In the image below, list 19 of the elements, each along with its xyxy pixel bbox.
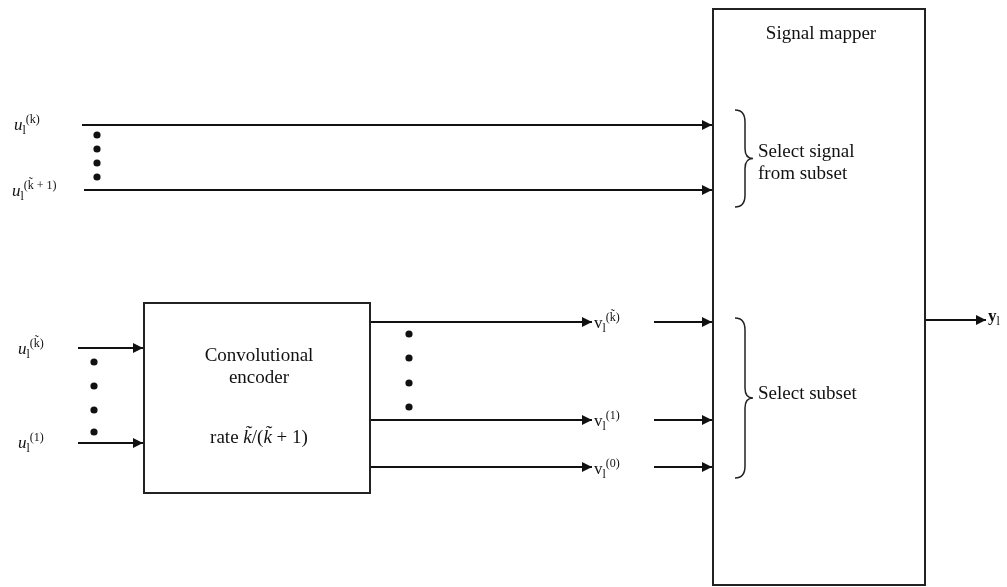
arrow — [925, 315, 987, 325]
box-title: Signal mapper — [764, 22, 878, 44]
arrow — [653, 462, 713, 472]
signal-mapper-box — [712, 8, 926, 586]
arrow — [370, 462, 593, 472]
arrow — [653, 317, 713, 327]
arrow — [77, 438, 144, 448]
encoder-box — [143, 302, 371, 494]
box-text: rate k̃/(k̃ + 1) — [209, 426, 309, 448]
arrow — [370, 317, 593, 327]
box-text: Select signal from subset — [758, 140, 856, 184]
box-title: Convolutional encoder — [203, 344, 315, 388]
arrow — [77, 343, 144, 353]
box-text: Select subset — [758, 382, 858, 404]
arrow — [370, 415, 593, 425]
arrow — [81, 120, 713, 130]
arrow — [83, 185, 713, 195]
arrow — [653, 415, 713, 425]
signal-label: y$_{l}$ — [988, 305, 1000, 331]
